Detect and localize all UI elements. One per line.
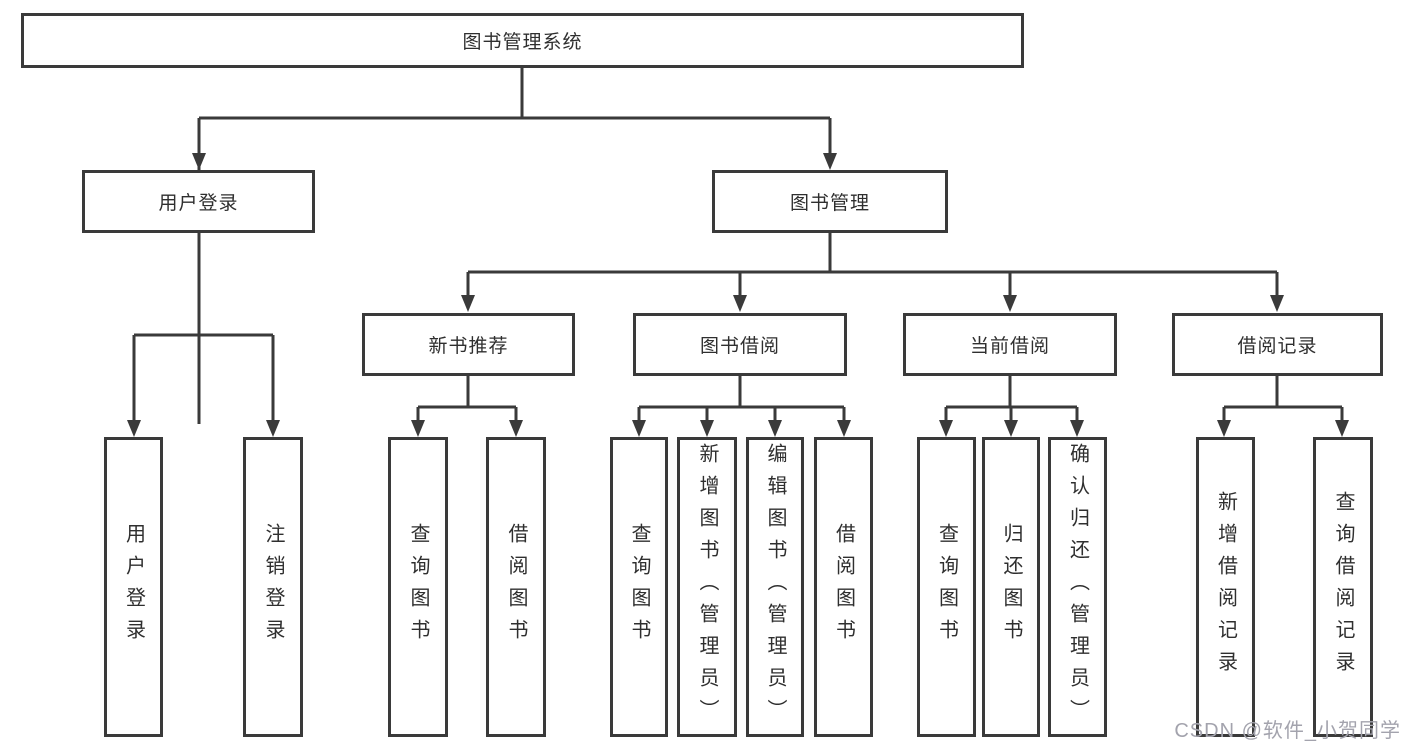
- node-label: 图书管理: [789, 193, 870, 214]
- leaf-borrow-books-recommend: 借阅图书: [486, 437, 546, 737]
- node-label: 借阅记录: [1237, 336, 1318, 357]
- node-borrow-records: 借阅记录: [1172, 313, 1383, 376]
- leaf-label: 新增借阅记录: [1214, 491, 1237, 683]
- leaf-query-books-borrow: 查询图书: [610, 437, 668, 737]
- leaf-query-books-current: 查询图书: [917, 437, 976, 737]
- leaf-label: 确认归还（管理员）: [1066, 443, 1089, 731]
- leaf-logout: 注销登录: [243, 437, 303, 737]
- leaf-label: 借阅图书: [505, 523, 527, 651]
- node-user-login: 用户登录: [82, 170, 315, 233]
- leaf-query-borrow-record: 查询借阅记录: [1313, 437, 1373, 737]
- leaf-add-borrow-record: 新增借阅记录: [1196, 437, 1255, 737]
- leaf-borrow-books: 借阅图书: [814, 437, 873, 737]
- leaf-label: 借阅图书: [832, 523, 855, 651]
- node-label: 图书借阅: [699, 336, 780, 357]
- leaf-add-books-admin: 新增图书（管理员）: [677, 437, 737, 737]
- leaf-label: 查询图书: [628, 523, 650, 651]
- node-label: 图书管理系统: [462, 32, 583, 53]
- arrowheads: [127, 153, 1349, 437]
- node-book-management: 图书管理: [712, 170, 948, 233]
- leaf-edit-books-admin: 编辑图书（管理员）: [746, 437, 804, 737]
- leaf-confirm-return-admin: 确认归还（管理员）: [1048, 437, 1107, 737]
- node-label: 当前借阅: [969, 336, 1050, 357]
- node-book-borrow: 图书借阅: [633, 313, 847, 376]
- leaf-label: 查询借阅记录: [1332, 491, 1354, 683]
- leaf-label: 用户登录: [122, 523, 145, 651]
- node-label: 用户登录: [158, 193, 239, 214]
- watermark-text: CSDN @软件_小贺同学: [1174, 720, 1401, 742]
- leaf-label: 编辑图书（管理员）: [764, 443, 786, 731]
- leaf-label: 查询图书: [407, 523, 429, 651]
- node-label: 新书推荐: [428, 336, 509, 357]
- node-root-system: 图书管理系统: [21, 13, 1024, 68]
- leaf-label: 新增图书（管理员）: [696, 443, 718, 731]
- leaf-label: 查询图书: [935, 523, 958, 651]
- node-current-borrow: 当前借阅: [903, 313, 1117, 376]
- node-new-book-recommend: 新书推荐: [362, 313, 575, 376]
- leaf-label: 归还图书: [1000, 523, 1022, 651]
- leaf-label: 注销登录: [262, 523, 284, 651]
- leaf-user-login: 用户登录: [104, 437, 163, 737]
- leaf-return-books: 归还图书: [982, 437, 1040, 737]
- leaf-query-books-recommend: 查询图书: [388, 437, 448, 737]
